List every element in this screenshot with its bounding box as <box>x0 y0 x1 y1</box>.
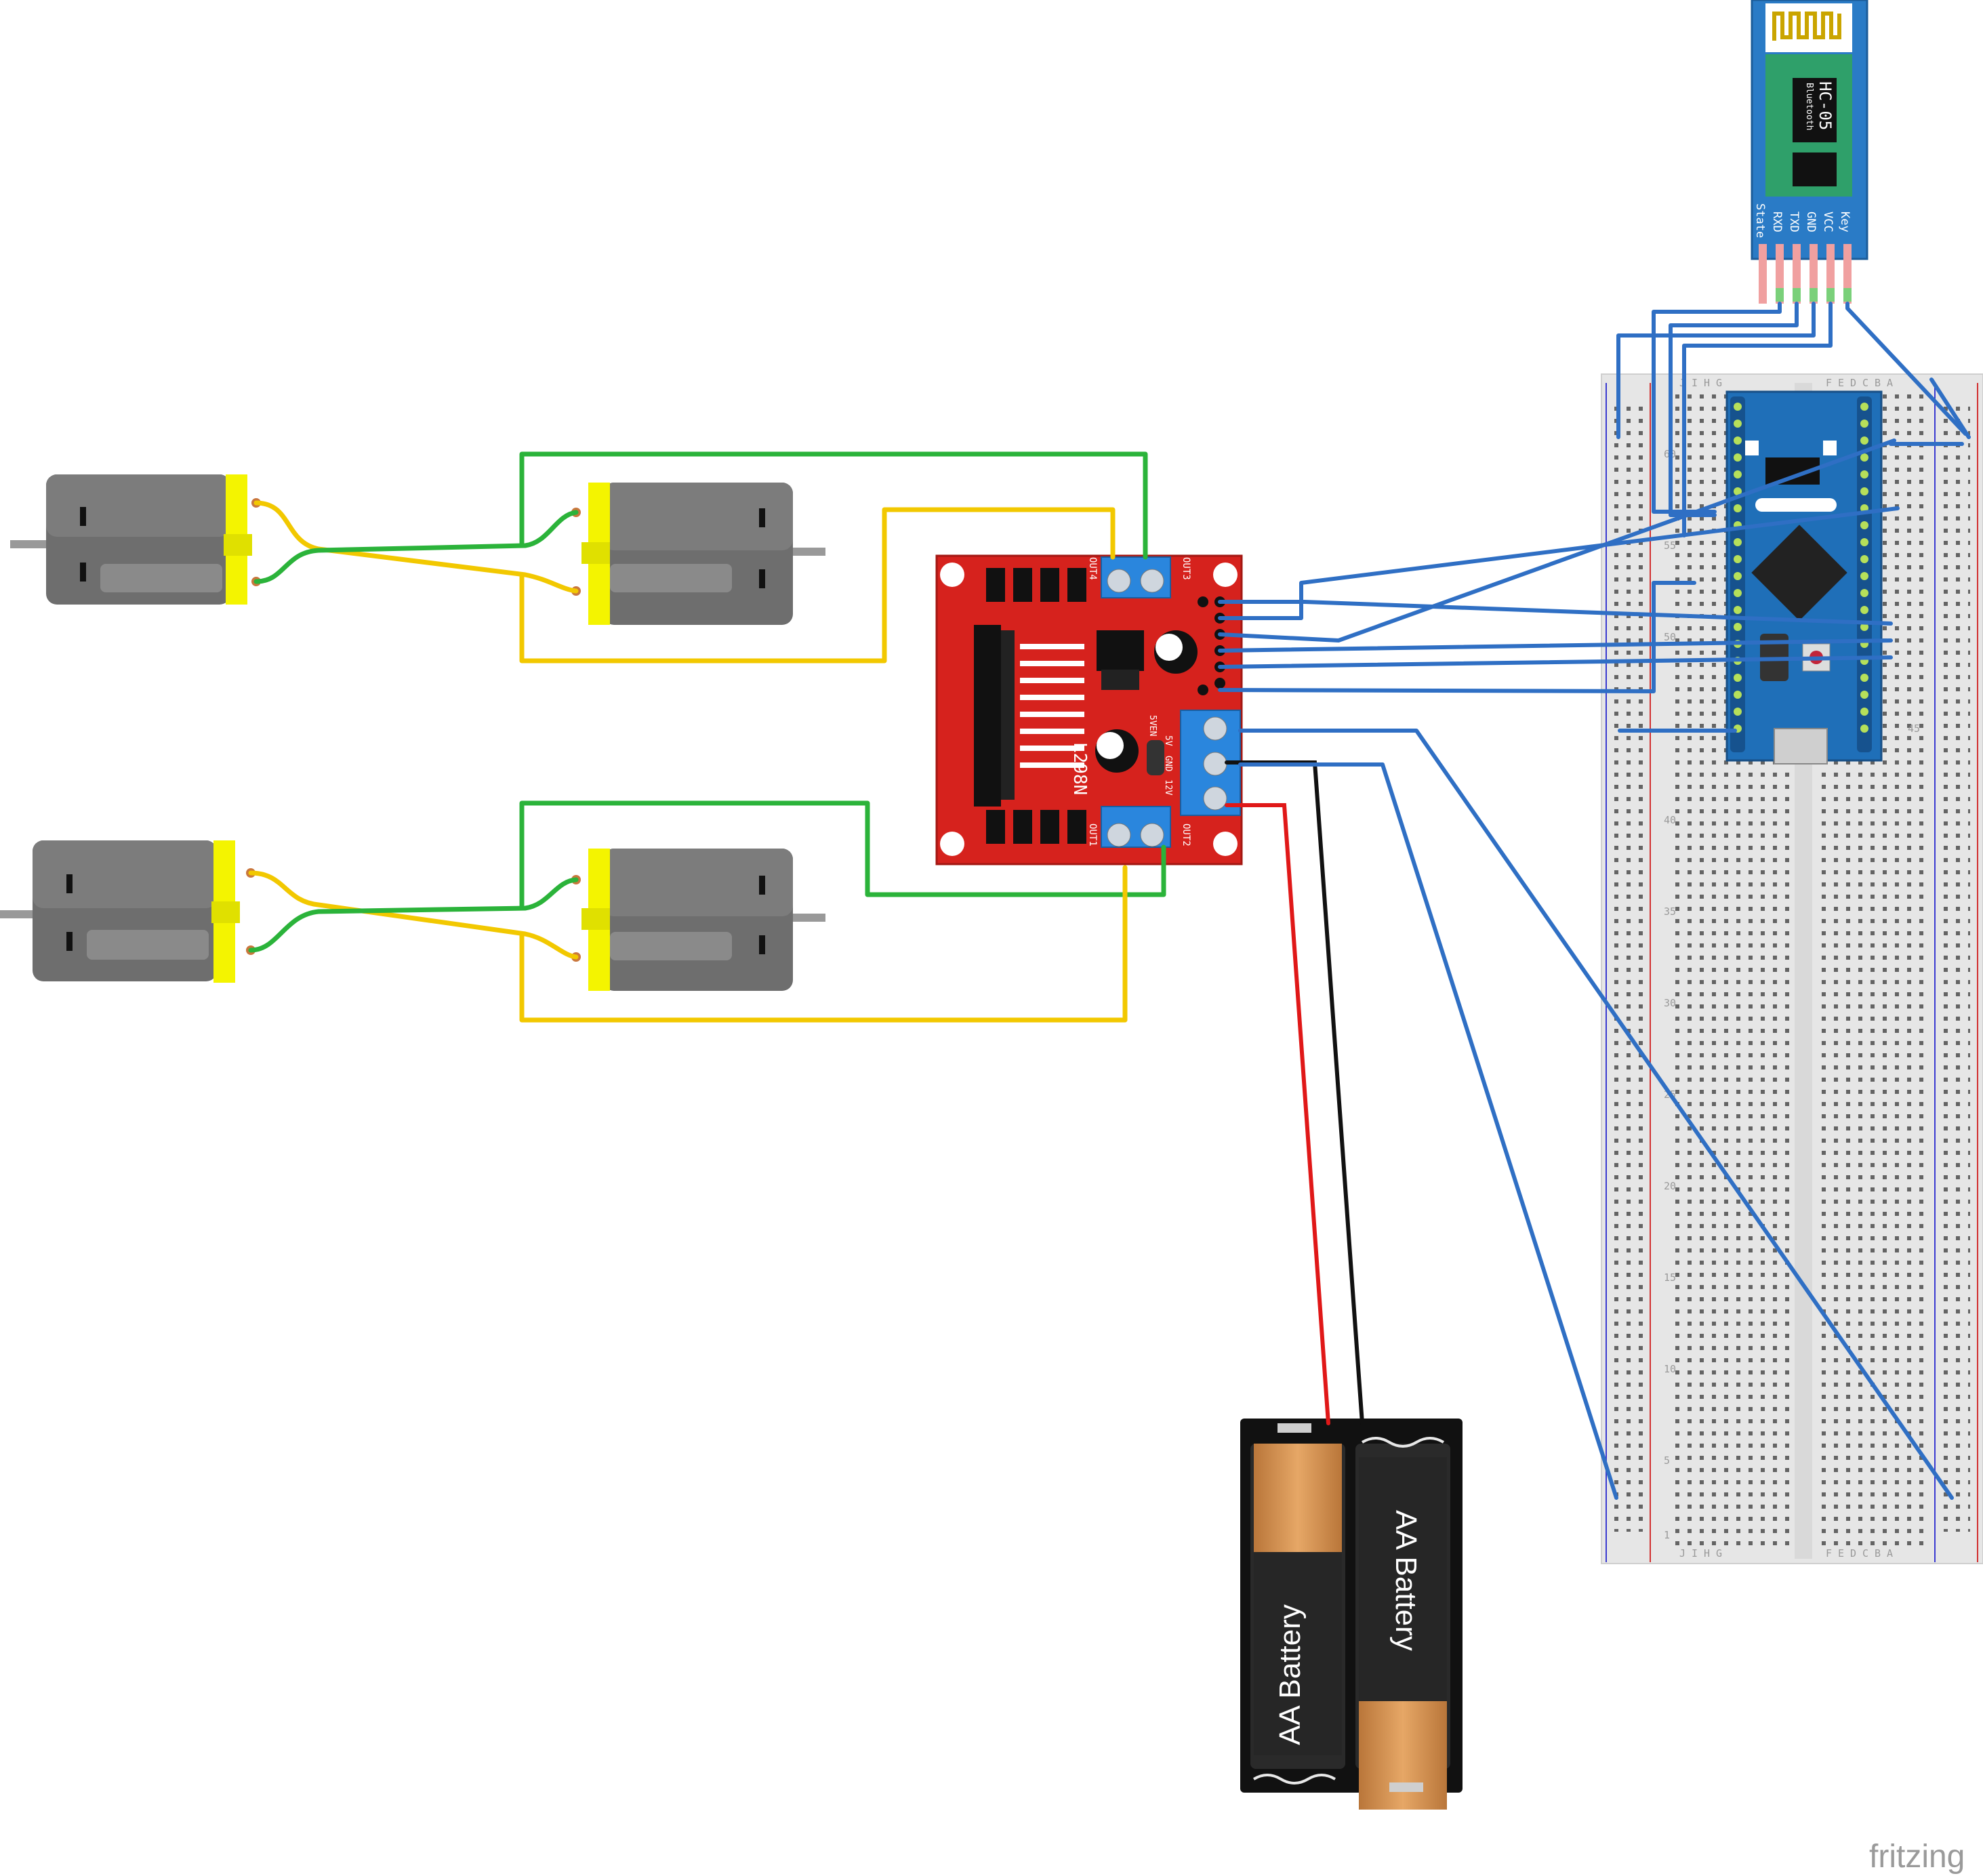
bb-col-bot-4: F <box>1826 1547 1832 1559</box>
dc-motor-icon <box>571 849 825 991</box>
motor-bottom-right <box>571 849 825 991</box>
bb-row-45: 45 <box>1908 722 1920 735</box>
bb-col-bot-1: I <box>1692 1547 1698 1559</box>
bb-col-top-4: F <box>1826 377 1832 389</box>
driver-out2-label: OUT2 <box>1181 823 1191 847</box>
bb-col-top-1: I <box>1692 377 1698 389</box>
battery-holder-icon: AA Battery AA Battery <box>1240 1419 1463 1810</box>
bb-row-5: 5 <box>1664 1454 1670 1467</box>
bb-col-bot-7: C <box>1862 1547 1868 1559</box>
bb-col-bot-9: A <box>1887 1547 1893 1559</box>
bb-row-50: 50 <box>1664 631 1676 643</box>
bb-col-top-7: C <box>1862 377 1868 389</box>
dc-motor-icon <box>571 483 825 625</box>
bb-col-top-6: D <box>1850 377 1856 389</box>
bb-col-bot-3: G <box>1716 1547 1722 1559</box>
bb-col-top-2: H <box>1704 377 1710 389</box>
bb-col-bot-0: J <box>1679 1547 1685 1559</box>
bb-row-35: 35 <box>1664 905 1676 918</box>
driver-gnd-label: GND <box>1163 756 1173 772</box>
motor-top-left <box>10 474 261 605</box>
bt-pin-rxd: RXD <box>1770 211 1784 232</box>
bt-pin-key: Key <box>1838 211 1852 232</box>
bb-row-15: 15 <box>1664 1271 1676 1284</box>
driver-5v-label: 5V <box>1163 735 1173 746</box>
l298n-driver: L298N OUT4 OUT3 OUT1 OUT2 5VEN 12V GND 5… <box>935 554 1243 865</box>
driver-12v-label: 12V <box>1163 779 1173 796</box>
bb-row-1: 1 <box>1664 1529 1670 1541</box>
bt-model: HC-05 <box>1816 81 1835 130</box>
driver-out1-label: OUT1 <box>1087 823 1098 847</box>
dc-motor-icon <box>0 840 255 983</box>
fritzing-logo: fritzing <box>1869 1839 1965 1875</box>
bb-col-bot-8: B <box>1875 1547 1881 1559</box>
bb-row-55: 55 <box>1664 539 1676 552</box>
bt-pin-gnd: GND <box>1804 211 1818 232</box>
microcontroller-board <box>1725 390 1883 764</box>
motor-bottom-left <box>0 840 255 983</box>
driver-5ven-label: 5VEN <box>1147 715 1158 736</box>
bb-col-top-8: B <box>1875 377 1881 389</box>
bt-pin-vcc: VCC <box>1821 211 1835 232</box>
driver-chip-label: L298N <box>1069 742 1090 795</box>
bt-pin-txd: TXD <box>1787 211 1801 232</box>
bb-row-40: 40 <box>1664 814 1676 826</box>
bb-col-top-3: G <box>1716 377 1722 389</box>
driver-out4-label: OUT4 <box>1087 557 1098 580</box>
battery-label-2: AA Battery <box>1389 1510 1423 1651</box>
bb-col-top-5: E <box>1838 377 1844 389</box>
battery-label-1: AA Battery <box>1273 1604 1307 1745</box>
usb-port-icon <box>1774 728 1828 764</box>
bt-pin-state: State <box>1753 203 1767 238</box>
bb-row-10: 10 <box>1664 1363 1676 1375</box>
driver-out3-label: OUT3 <box>1181 557 1191 580</box>
antenna-trace-icon <box>1772 12 1841 41</box>
bb-col-top-9: A <box>1887 377 1893 389</box>
bb-col-bot-5: E <box>1838 1547 1844 1559</box>
signal-wires <box>1218 302 1971 1500</box>
motor-wires <box>248 451 1166 1023</box>
dc-motor-icon <box>10 474 261 605</box>
bt-sub: Bluetooth <box>1804 83 1814 130</box>
bluetooth-module: HC-05 Bluetooth State RXD TXD GND VCC Ke… <box>1751 0 1868 304</box>
bb-row-30: 30 <box>1664 997 1676 1009</box>
motor-top-right <box>571 483 825 625</box>
bb-col-bot-6: D <box>1850 1547 1856 1559</box>
power-wires <box>1225 760 1364 1425</box>
bb-row-20: 20 <box>1664 1180 1676 1192</box>
bb-col-bot-2: H <box>1704 1547 1710 1559</box>
